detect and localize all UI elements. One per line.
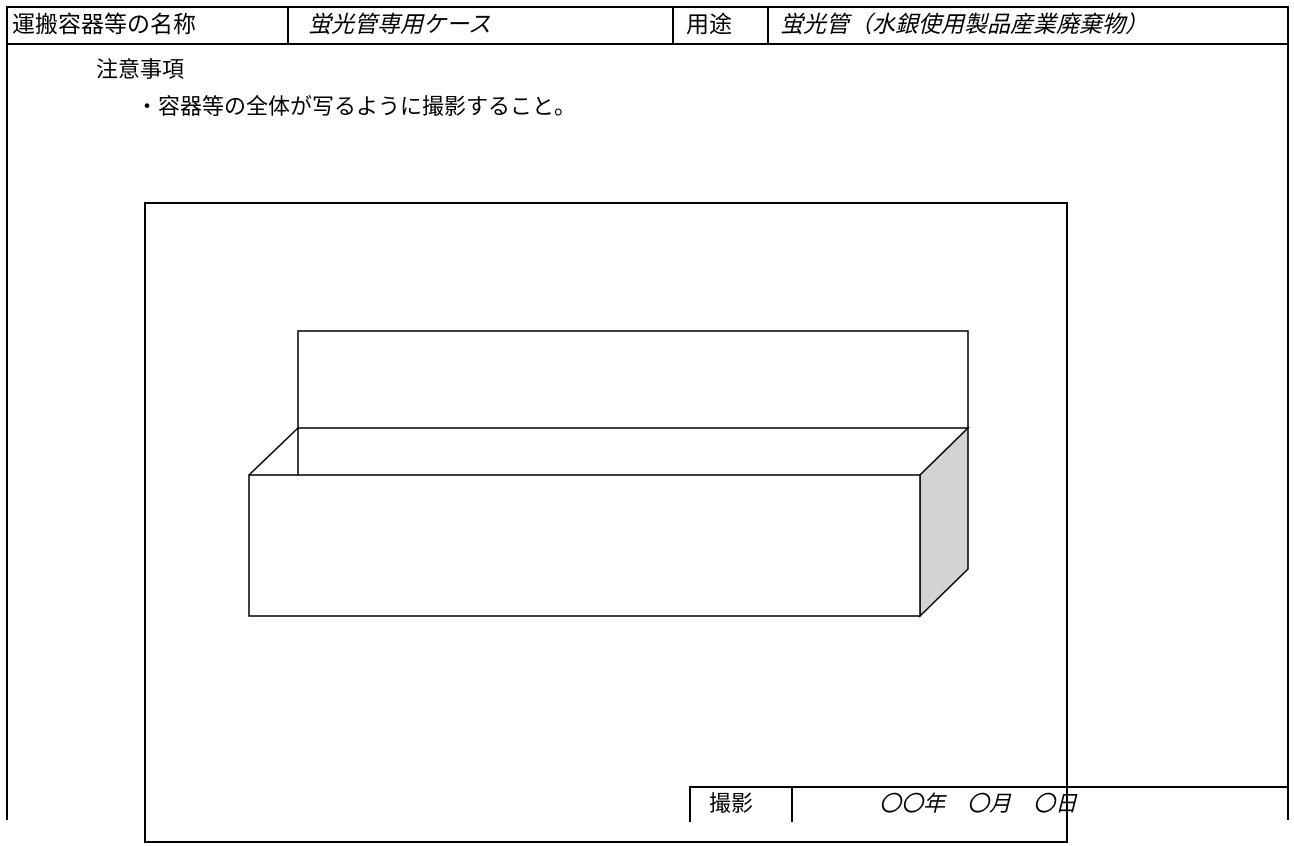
header-divider: [767, 8, 769, 43]
footer-divider: [791, 788, 793, 822]
container-back-panel: [297, 330, 969, 477]
photo-date-row: 撮影 〇〇年 〇月 〇日: [689, 786, 1289, 822]
header-divider: [287, 8, 289, 43]
photo-label: 撮影: [709, 792, 754, 817]
notes-title: 注意事項: [96, 58, 185, 83]
photo-date-value: 〇〇年 〇月 〇日: [879, 792, 1078, 817]
container-illustration: [248, 330, 970, 618]
header-row: 運搬容器等の名称 蛍光管専用ケース 用途 蛍光管（水銀使用製品産業廃棄物）: [8, 8, 1287, 45]
usage-value: 蛍光管（水銀使用製品産業廃棄物）: [780, 12, 1148, 38]
photo-record-sheet: 運搬容器等の名称 蛍光管専用ケース 用途 蛍光管（水銀使用製品産業廃棄物） 注意…: [6, 6, 1289, 843]
container-front-face: [248, 474, 921, 617]
container-name-value: 蛍光管専用ケース: [308, 12, 491, 38]
notes-item: ・容器等の全体が写るように撮影すること。: [136, 95, 577, 120]
photo-frame: [144, 202, 1068, 843]
usage-label: 用途: [686, 12, 732, 38]
container-side-face: [919, 426, 969, 618]
container-name-label: 運搬容器等の名称: [12, 12, 196, 38]
container-top-edge: [248, 427, 970, 476]
header-divider: [672, 8, 674, 43]
